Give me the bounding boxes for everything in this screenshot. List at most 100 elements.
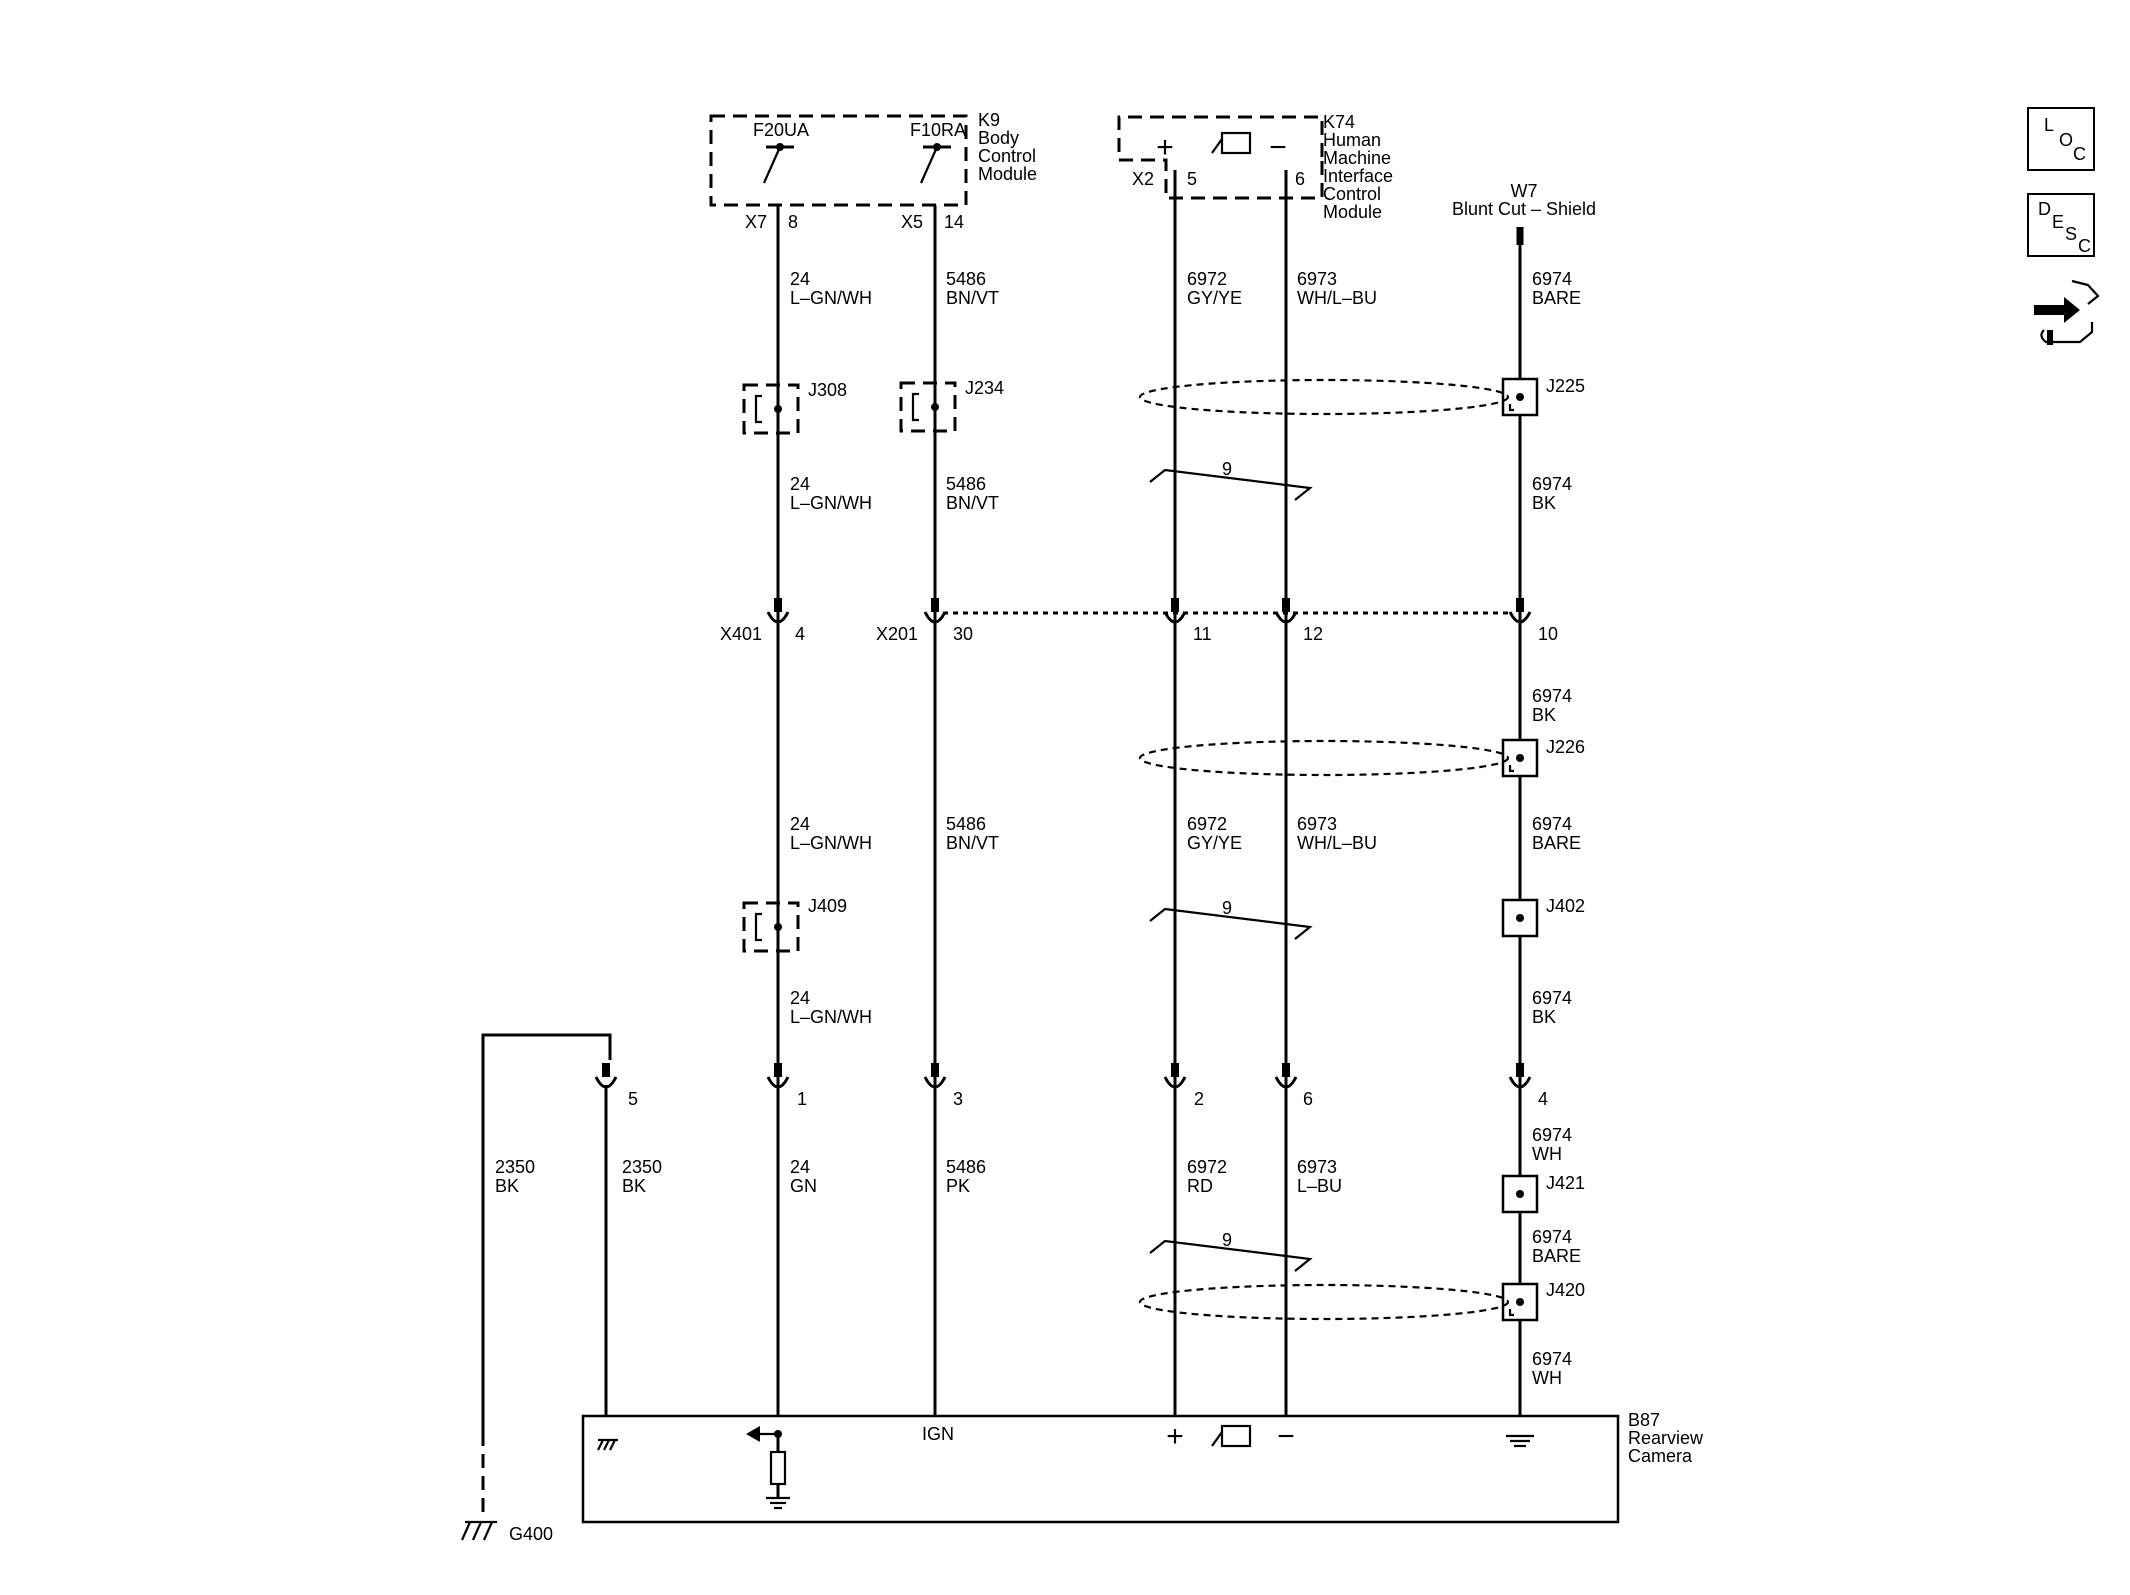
svg-text:BK: BK: [622, 1176, 646, 1196]
w7-blunt-cut-shield[interactable]: W7 Blunt Cut – Shield: [1452, 181, 1596, 245]
svg-text:6974: 6974: [1532, 1349, 1572, 1369]
g400-ground[interactable]: G400: [460, 1520, 553, 1544]
splice-j234[interactable]: J234: [899, 378, 1004, 433]
svg-text:BARE: BARE: [1532, 288, 1581, 308]
switch-blade: [919, 146, 939, 184]
splice-j421[interactable]: J421: [1501, 1173, 1585, 1214]
svg-text:L–GN/WH: L–GN/WH: [790, 1007, 872, 1027]
splice-j226[interactable]: J226: [1501, 737, 1585, 778]
svg-text:X401: X401: [720, 624, 762, 644]
svg-text:BN/VT: BN/VT: [946, 288, 999, 308]
k9-connector-x7: X7: [745, 212, 767, 232]
loc-button[interactable]: L O C: [2027, 107, 2095, 171]
circuit-2350[interactable]: [481, 1033, 612, 1520]
k74-hmi-control-module[interactable]: K74 Human Machine Interface Control Modu…: [1117, 112, 1393, 222]
svg-text:BN/VT: BN/VT: [946, 833, 999, 853]
svg-text:24: 24: [790, 269, 810, 289]
svg-text:12: 12: [1303, 624, 1323, 644]
k9-name-line: Body: [978, 128, 1019, 148]
svg-text:J402: J402: [1546, 896, 1585, 916]
b87-name-line: Camera: [1628, 1446, 1693, 1466]
k9-output-f20ua: F20UA: [753, 120, 809, 140]
svg-text:6974: 6974: [1532, 1227, 1572, 1247]
svg-text:L–BU: L–BU: [1297, 1176, 1342, 1196]
connector-end-view-icon[interactable]: [2034, 279, 2100, 345]
b87-id: B87: [1628, 1410, 1660, 1430]
svg-text:J234: J234: [965, 378, 1004, 398]
svg-text:6974: 6974: [1532, 814, 1572, 834]
b87-ign-label: IGN: [922, 1424, 954, 1444]
svg-text:G400: G400: [509, 1524, 553, 1544]
svg-text:J308: J308: [808, 380, 847, 400]
svg-text:6974: 6974: [1532, 1125, 1572, 1145]
k9-pin-14: 14: [944, 212, 964, 232]
inline-connector-x401[interactable]: X401 4: [720, 598, 805, 644]
svg-text:L–GN/WH: L–GN/WH: [790, 288, 872, 308]
svg-text:5486: 5486: [946, 474, 986, 494]
splice-j409[interactable]: J409: [742, 896, 847, 953]
svg-text:6974: 6974: [1532, 269, 1572, 289]
svg-text:J420: J420: [1546, 1280, 1585, 1300]
splice-j402[interactable]: J402: [1501, 896, 1585, 938]
svg-text:30: 30: [953, 624, 973, 644]
inline-connector-x201[interactable]: X201 30 11 12 10: [876, 598, 1558, 644]
svg-text:O: O: [2059, 130, 2073, 150]
svg-text:GY/YE: GY/YE: [1187, 288, 1242, 308]
svg-text:1: 1: [797, 1089, 807, 1109]
svg-text:4: 4: [795, 624, 805, 644]
b87-name-line: Rearview: [1628, 1428, 1704, 1448]
splice-j308[interactable]: J308: [742, 380, 847, 435]
resistor-icon: [769, 1434, 787, 1498]
svg-text:BN/VT: BN/VT: [946, 493, 999, 513]
svg-text:6974: 6974: [1532, 686, 1572, 706]
k74-minus-sign: −: [1269, 131, 1287, 164]
svg-text:J226: J226: [1546, 737, 1585, 757]
svg-text:9: 9: [1222, 459, 1232, 479]
svg-text:10: 10: [1538, 624, 1558, 644]
chassis-ground-icon: [460, 1520, 497, 1541]
svg-text:6973: 6973: [1297, 814, 1337, 834]
svg-text:24: 24: [790, 474, 810, 494]
k9-name-line: Module: [978, 164, 1037, 184]
svg-text:WH/L–BU: WH/L–BU: [1297, 833, 1377, 853]
ground-icon: [766, 1496, 790, 1510]
svg-text:6973: 6973: [1297, 269, 1337, 289]
svg-text:24: 24: [790, 814, 810, 834]
wire-labels: 24 L–GN/WH 24 L–GN/WH 24 L–GN/WH 24 L–GN…: [495, 269, 1581, 1388]
splice-j420[interactable]: J420: [1501, 1280, 1585, 1322]
k74-name-line: Interface: [1323, 166, 1393, 186]
svg-text:J421: J421: [1546, 1173, 1585, 1193]
k9-name-line: Control: [978, 146, 1036, 166]
b87-rearview-camera[interactable]: B87 Rearview Camera IGN + −: [581, 1410, 1704, 1524]
svg-text:6972: 6972: [1187, 1157, 1227, 1177]
svg-text:BARE: BARE: [1532, 833, 1581, 853]
k9-pin-8: 8: [788, 212, 798, 232]
ground-icon: [1506, 1434, 1534, 1448]
inline-connector-lower[interactable]: 5 1 3 2 6 4: [594, 1063, 1548, 1109]
svg-text:BK: BK: [1532, 1007, 1556, 1027]
svg-text:C: C: [2078, 236, 2091, 256]
svg-text:C: C: [2073, 144, 2086, 164]
w7-id: W7: [1511, 181, 1538, 201]
splice-j225[interactable]: J225: [1501, 376, 1585, 417]
switch-blade: [762, 146, 782, 184]
desc-button[interactable]: D E S C: [2027, 193, 2095, 257]
svg-text:J409: J409: [808, 896, 847, 916]
svg-text:GY/YE: GY/YE: [1187, 833, 1242, 853]
svg-text:9: 9: [1222, 1230, 1232, 1250]
b87-plus-sign: +: [1166, 1420, 1184, 1453]
svg-text:5: 5: [628, 1089, 638, 1109]
svg-text:5486: 5486: [946, 269, 986, 289]
svg-text:6972: 6972: [1187, 269, 1227, 289]
k74-name-line: Human: [1323, 130, 1381, 150]
svg-text:GN: GN: [790, 1176, 817, 1196]
svg-text:4: 4: [1538, 1089, 1548, 1109]
k9-body-control-module[interactable]: K9 Body Control Module F20UA F10RA X7 8 …: [709, 110, 1037, 232]
svg-text:5486: 5486: [946, 814, 986, 834]
svg-text:6974: 6974: [1532, 988, 1572, 1008]
k74-connector-x2: X2: [1132, 169, 1154, 189]
svg-text:3: 3: [953, 1089, 963, 1109]
svg-text:L–GN/WH: L–GN/WH: [790, 493, 872, 513]
svg-text:L–GN/WH: L–GN/WH: [790, 833, 872, 853]
b87-minus-sign: −: [1277, 1420, 1295, 1453]
